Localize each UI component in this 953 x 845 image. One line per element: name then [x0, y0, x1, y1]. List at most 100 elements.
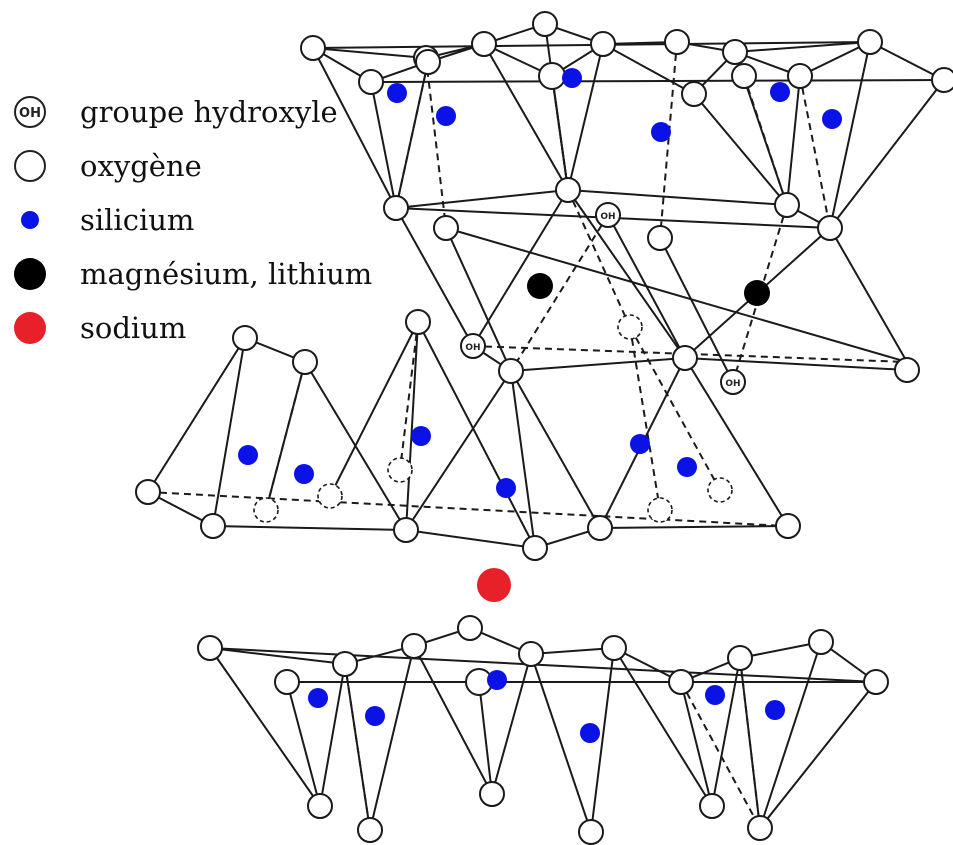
- legend-label-silicon: silicium: [80, 203, 195, 237]
- dashed-bond: [743, 75, 788, 206]
- legend-item-oxygen: oxygène: [0, 142, 360, 192]
- oxygen-atom: [532, 11, 558, 37]
- hydroxyl-icon: OH: [14, 96, 46, 128]
- silicon-atom: [562, 68, 582, 88]
- oxygen-atom: [518, 641, 544, 667]
- silicon-atom: [677, 457, 697, 477]
- bond: [607, 214, 686, 359]
- bond: [212, 337, 246, 527]
- magnesium-icon: [14, 258, 46, 290]
- legend-item-hydroxyl: OH groupe hydroxyle: [0, 88, 360, 138]
- legend-label-sodium: sodium: [80, 311, 187, 345]
- oxygen-atom: [555, 177, 581, 203]
- silicon-atom: [705, 685, 725, 705]
- silicon-atom: [651, 122, 671, 142]
- legend-item-silicon: silicium: [0, 196, 360, 246]
- oxygen-atom: [817, 215, 843, 241]
- dashed-bond: [732, 204, 788, 383]
- oxygen-atom-hidden: [317, 483, 343, 509]
- silicon-atom: [387, 83, 407, 103]
- hydroxyl-label: OH: [725, 379, 740, 389]
- legend-label-oxygen: oxygène: [80, 149, 202, 183]
- dashed-bond: [265, 361, 306, 511]
- oxygen-atom: [863, 669, 889, 695]
- oxygen-atom: [647, 225, 673, 251]
- bond: [370, 79, 945, 83]
- oxygen-atom: [775, 513, 801, 539]
- oxygen-atom: [538, 62, 566, 90]
- oxygen-atom: [197, 635, 223, 661]
- bond: [693, 93, 788, 206]
- dashed-bond: [510, 214, 609, 372]
- hidden-bond-lines: [147, 41, 908, 831]
- oxygen-atom: [664, 29, 690, 55]
- oxygen-atom: [590, 31, 616, 57]
- dashed-bond: [425, 57, 447, 229]
- bond: [510, 370, 536, 549]
- bond: [319, 663, 346, 807]
- oxygen-atom: [522, 535, 548, 561]
- oxygen-atom: [405, 309, 431, 335]
- silicon-atom: [365, 706, 385, 726]
- silicon-atom: [294, 464, 314, 484]
- oxygen-atom: [668, 669, 694, 695]
- bond: [405, 321, 419, 531]
- dashed-bond: [629, 326, 661, 511]
- oxygen-atom-hidden: [647, 497, 673, 523]
- silicon-icon: [21, 211, 39, 229]
- oxygen-atom: [200, 513, 226, 539]
- hydroxyl-label: OH: [600, 212, 615, 222]
- hydroxyl-icon-label: OH: [19, 106, 41, 121]
- legend-item-magnesium: magnésium, lithium: [0, 250, 372, 300]
- bond: [312, 40, 945, 96]
- oxygen-atom: [232, 325, 258, 351]
- bond: [147, 491, 789, 550]
- oxygen-atom: [699, 793, 725, 819]
- oxygen-atom: [274, 669, 300, 695]
- bond: [829, 227, 908, 363]
- oxygen-atom: [135, 479, 161, 505]
- silicon-atom: [487, 670, 507, 690]
- oxygen-atom-hidden: [707, 477, 733, 503]
- oxygen-atom: [731, 63, 757, 89]
- bond: [829, 41, 945, 229]
- dashed-bond: [395, 61, 429, 209]
- oxygen-atom-hidden: [617, 314, 643, 340]
- oxygen-atom: [498, 358, 524, 384]
- oxygen-atom: [479, 781, 505, 807]
- oxygen-atom: [300, 35, 326, 61]
- oxygen-atom: [931, 67, 953, 93]
- oxygen-atom: [601, 635, 627, 661]
- bond: [147, 337, 246, 493]
- bond: [445, 227, 908, 363]
- oxygen-icon: [14, 150, 46, 182]
- bond: [684, 357, 789, 527]
- silicon-atom: [436, 106, 456, 126]
- oxygen-atom: [292, 349, 318, 375]
- dashed-bond: [399, 321, 419, 471]
- bond: [405, 370, 512, 531]
- hydroxyl-group: [720, 369, 746, 395]
- bond: [530, 647, 615, 833]
- bond: [478, 681, 493, 795]
- silicon-atom: [308, 688, 328, 708]
- oxygen-atom: [457, 615, 483, 641]
- oxygen-atom: [681, 81, 707, 107]
- sodium-atom: [477, 568, 511, 602]
- dashed-bond: [147, 491, 786, 527]
- bond: [739, 641, 822, 829]
- sodium-icon: [14, 312, 46, 344]
- oxygen-atom: [747, 815, 773, 841]
- silicon-atom: [496, 478, 516, 498]
- oxygen-atom: [415, 49, 441, 75]
- legend-label-magnesium: magnésium, lithium: [80, 257, 373, 291]
- bond: [209, 647, 877, 683]
- silicon-atom: [580, 723, 600, 743]
- dashed-bond: [344, 663, 371, 831]
- dashed-bond: [739, 657, 761, 829]
- silicon-atom: [765, 700, 785, 720]
- oxygen-atom: [894, 357, 920, 383]
- dashed-bond: [567, 189, 631, 328]
